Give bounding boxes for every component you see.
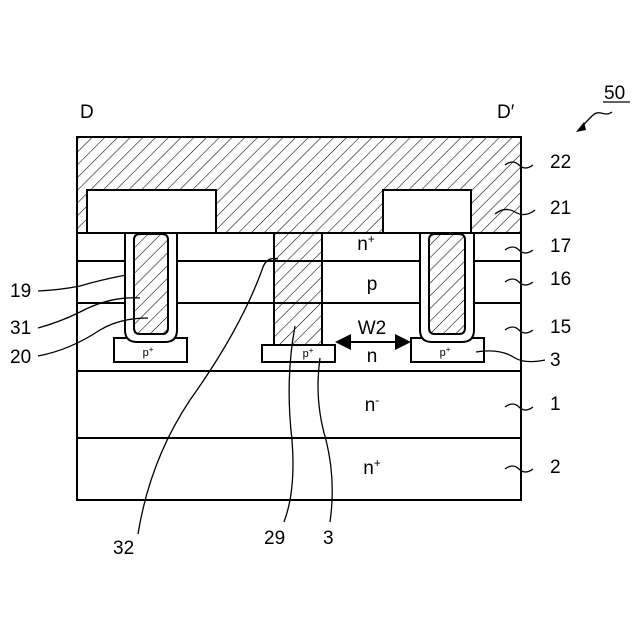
region-n-cs: n xyxy=(367,346,378,367)
label-17: 17 xyxy=(550,236,571,257)
region-p-body: p xyxy=(367,274,378,295)
label-31: 31 xyxy=(10,318,31,339)
label-2: 2 xyxy=(550,457,561,478)
p-plus-region-center xyxy=(262,345,335,362)
region-w2-label: W2 xyxy=(358,318,387,339)
label-20: 20 xyxy=(10,347,31,368)
label-22: 22 xyxy=(550,152,571,173)
label-3-bottom: 3 xyxy=(323,528,334,549)
label-16: 16 xyxy=(550,269,571,290)
gate-electrode-right xyxy=(429,234,465,334)
label-3-right: 3 xyxy=(550,350,561,371)
gate-electrode-left xyxy=(134,234,168,334)
section-label-right: D′ xyxy=(497,102,515,123)
section-label-left: D xyxy=(80,102,94,123)
label-29: 29 xyxy=(264,528,285,549)
label-1: 1 xyxy=(550,394,561,415)
figure-ref-label: 50 xyxy=(604,83,625,104)
interlayer-insulator-left xyxy=(87,190,216,233)
interlayer-insulator-right xyxy=(383,190,471,233)
label-32: 32 xyxy=(113,538,134,559)
label-21: 21 xyxy=(550,198,571,219)
label-15: 15 xyxy=(550,317,571,338)
label-19: 19 xyxy=(10,281,31,302)
